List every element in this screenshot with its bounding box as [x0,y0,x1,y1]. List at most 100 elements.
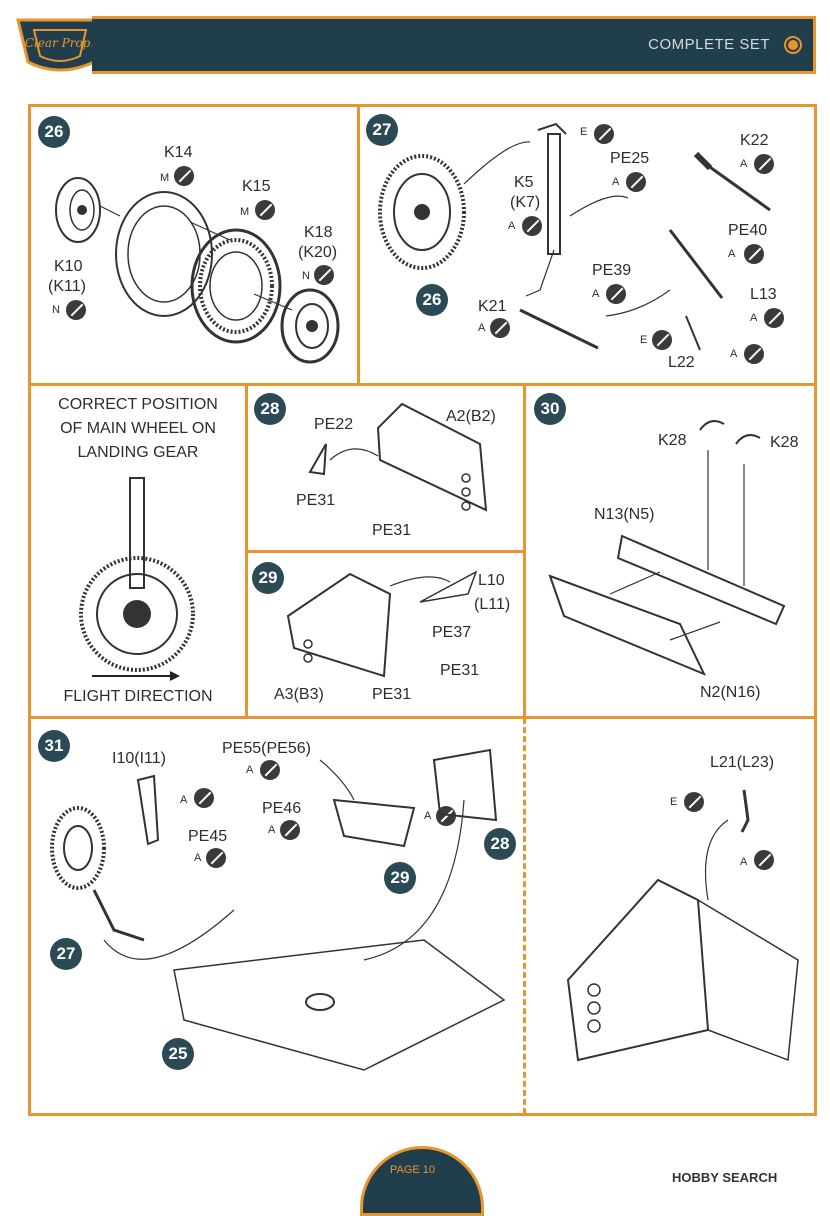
sprue-label: N [302,270,310,282]
divider [28,383,817,386]
sprue-label: A [730,348,738,360]
sprue-label: A [478,322,486,334]
part-locator-icon [744,344,764,364]
sprue-label: A [424,810,432,822]
part-label-k18: K18 [304,224,333,241]
step-ref-25: 25 [162,1038,194,1070]
step-number-30: 30 [534,393,566,425]
step-ref-28: 28 [484,828,516,860]
sprue-label: A [246,764,254,776]
part-locator-icon [260,760,280,780]
part-locator-icon [684,792,704,812]
sprue-label: A [740,158,748,170]
divider [246,550,525,553]
step-number-26: 26 [38,116,70,148]
part-label-pe31: PE31 [296,492,336,509]
landing-gear-drawing [378,122,771,351]
page-number: PAGE 10 [390,1164,436,1176]
sprue-label: N [52,304,60,316]
header-dot-icon [786,38,800,52]
part-label-i10: I10(I11) [112,750,166,767]
part-label-k28: K28 [658,432,687,449]
sprue-label: M [160,172,170,184]
part-label-a2: A2(B2) [446,408,496,425]
sprue-label: E [640,334,648,346]
sprue-label: A [508,220,516,232]
instruction-frame [28,104,817,1116]
part-locator-icon [606,284,626,304]
part-label-pe31: PE31 [372,522,412,539]
sprue-label: A [740,856,748,868]
header-title: COMPLETE SET [648,36,770,53]
divider [28,716,817,719]
part-label-k20: (K20) [298,244,338,261]
part-locator-icon [764,308,784,328]
part-locator-icon [744,244,764,264]
part-label-k21: K21 [478,298,507,315]
divider [245,383,248,718]
sprue-label: E [580,126,588,138]
sprue-label: A [750,312,758,324]
dashed-divider [523,718,526,1114]
watermark: HOBBY SEARCH [672,1170,778,1185]
part-label-pe31: PE31 [372,686,412,703]
part-locator-icon [522,216,542,236]
part-label-pe39: PE39 [592,262,632,279]
sprue-label: A [180,794,188,806]
divider [357,104,360,385]
note-line-1: CORRECT POSITION [58,396,218,413]
sprue-label: A [268,824,276,836]
part-label-l11: (L11) [474,596,511,613]
part-label-n13: N13(N5) [594,506,655,523]
sprue-label: A [592,288,600,300]
part-label-k22: K22 [740,132,769,149]
part-label-l13: L13 [750,286,777,303]
wing-assembly-drawing [50,748,506,1071]
step-ref-26: 26 [416,284,448,316]
part-label-pe45: PE45 [188,828,228,845]
step-number-27: 27 [366,114,398,146]
note-line-3: LANDING GEAR [77,444,199,461]
part-label-k14: K14 [164,144,193,161]
part-locator-icon [194,788,214,808]
part-locator-icon [314,265,334,285]
part-label-pe46: PE46 [262,800,302,817]
flight-direction-label: FLIGHT DIRECTION [63,688,213,705]
part-locator-icon [174,166,194,186]
part-locator-icon [280,820,300,840]
part-label-k5: K5 [514,174,534,191]
wheel-well-drawing [308,402,488,512]
step-ref-27: 27 [50,938,82,970]
part-label-n2: N2(N16) [700,684,761,701]
sprue-label: A [728,248,736,260]
wheel-assembly-drawing [55,177,340,364]
part-label-l10: L10 [478,572,505,589]
page-tab [360,1146,484,1216]
part-label-k15: K15 [242,178,271,195]
header-bar [92,16,816,74]
step-number-31: 31 [38,730,70,762]
step-number-29: 29 [252,562,284,594]
part-locator-icon [66,300,86,320]
part-label-l22: L22 [668,354,695,371]
part-label-pe55: PE55(PE56) [222,740,311,757]
sprue-label: M [240,206,250,218]
part-locator-icon [490,318,510,338]
wheel-well-drawing [286,570,478,678]
part-label-k28: K28 [770,434,799,451]
part-label-pe40: PE40 [728,222,768,239]
wheel-bay-detail-drawing [566,789,799,1062]
part-label-pe22: PE22 [314,416,354,433]
part-label-pe37: PE37 [432,624,472,641]
part-locator-icon [754,850,774,870]
sprue-label: E [670,796,678,808]
part-label-k7: (K7) [510,194,541,211]
note-line-2: OF MAIN WHEEL ON [60,420,216,437]
svg-text:Clear Prop!: Clear Prop! [25,36,96,50]
part-label-pe31: PE31 [440,662,480,679]
part-label-a3: A3(B3) [274,686,324,703]
part-locator-icon [626,172,646,192]
sprue-label: A [612,176,620,188]
wheel-position-drawing [79,477,195,681]
part-locator-icon [652,330,672,350]
